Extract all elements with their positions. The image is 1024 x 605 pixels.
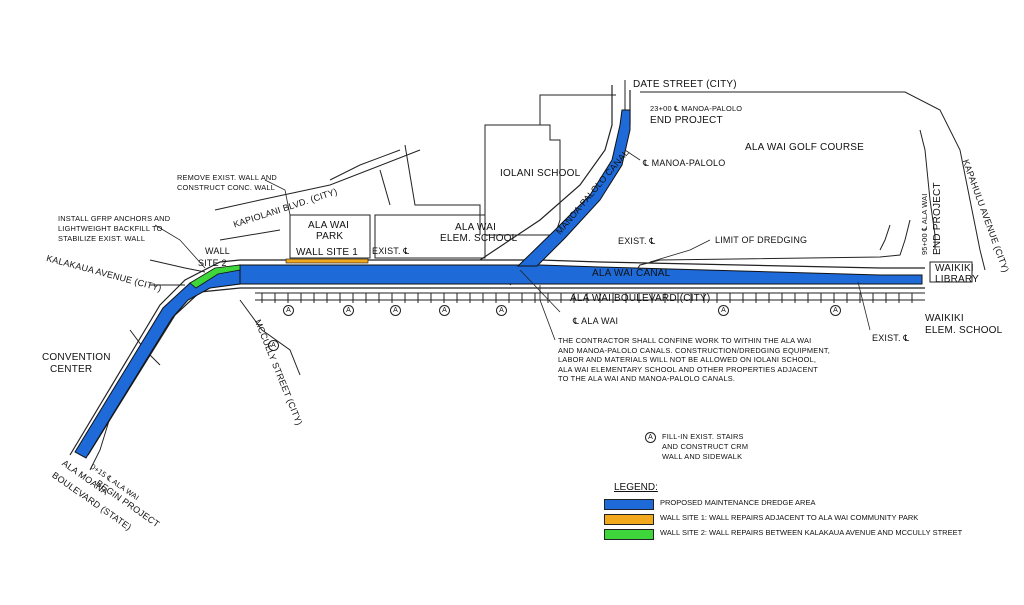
ala-wai-elem-label-1: ALA WAI	[455, 222, 497, 233]
ala-wai-park-outline	[289, 214, 371, 259]
circle-a-marker: A	[830, 305, 841, 316]
ala-wai-park-label-2: PARK	[316, 231, 344, 242]
circle-a-marker: A	[439, 305, 450, 316]
date-street-label: DATE STREET (CITY)	[633, 79, 737, 90]
lower-canal-bank-2	[87, 287, 241, 456]
legend-title: LEGEND:	[614, 482, 658, 493]
golf-course-boundary	[539, 91, 986, 271]
wall-site-2-label-a: WALL	[205, 246, 230, 256]
ala-wai-park-label-1: ALA WAI	[308, 220, 350, 231]
golf-course-inner	[629, 219, 911, 281]
convention-center-label-2: CENTER	[50, 364, 93, 375]
ala-wai-blvd-label: ALA WAI BOULEVARD (CITY)	[570, 293, 711, 304]
waikiki-elem-label-2: ELEM. SCHOOL	[925, 325, 1003, 336]
circle-a-marker: A	[283, 305, 294, 316]
wall-site-1-label: WALL SITE 1	[296, 247, 359, 258]
end-project-top-label: END PROJECT	[650, 115, 723, 126]
gfrp-note-2: LIGHTWEIGHT BACKFILL TO	[58, 224, 163, 233]
ala-wai-elem-outline	[374, 214, 486, 259]
parcel-lines-1	[329, 144, 481, 235]
remove-wall-note-2: CONSTRUCT CONC. WALL	[177, 183, 276, 192]
end-project-right-station: 95+00 ℄ ALA WAI	[920, 193, 929, 256]
wall-site-1-area	[285, 258, 369, 264]
leader-contractor-note	[539, 285, 556, 341]
contractor-note-line: ALA WAI ELEMENTARY SCHOOL AND OTHER PROP…	[558, 364, 819, 374]
fill-note-2: AND CONSTRUCT CRM	[662, 442, 749, 451]
dredge-area-manoa-palolo	[516, 109, 631, 267]
contractor-note-line: TO THE ALA WAI AND MANOA-PALOLO CANALS.	[558, 374, 736, 383]
manoa-palolo-bank-1	[479, 85, 613, 261]
end-project-right-label: END PROJECT	[932, 182, 943, 255]
waikiki-library-box	[929, 261, 973, 283]
legend-swatch-dredge	[604, 499, 654, 510]
convention-center-label-1: CONVENTION	[42, 352, 111, 363]
contractor-note-line: THE CONTRACTOR SHALL CONFINE WORK TO WIT…	[558, 336, 812, 345]
waikiki-elem-label-1: WAIKIKI	[925, 313, 964, 324]
kapiolani-road	[214, 149, 421, 241]
circle-a-legend-marker: A	[645, 432, 656, 443]
leader-manoa-cl	[624, 149, 641, 161]
iolani-school-outline	[484, 124, 561, 236]
legend-swatch-wall-site-1	[604, 514, 654, 525]
remove-wall-note-1: REMOVE EXIST. WALL AND	[177, 173, 277, 182]
wall-site-2-label-b: SITE 2	[198, 258, 227, 268]
wall-site-2-area	[189, 264, 241, 289]
legend-label-wall-site-2: WALL SITE 2: WALL REPAIRS BETWEEN KALAKA…	[660, 528, 963, 537]
leader-gfrp	[154, 224, 206, 269]
iolani-school-label: IOLANI SCHOOL	[500, 168, 581, 179]
circle-a-marker: A	[496, 305, 507, 316]
ala-wai-cl-label: ℄ ALA WAI	[573, 316, 619, 326]
legend-label-wall-site-1: WALL SITE 1: WALL REPAIRS ADJACENT TO AL…	[660, 513, 919, 522]
dredge-area-lower	[74, 264, 241, 459]
gfrp-note-3: STABILIZE EXIST. WALL	[58, 234, 146, 243]
legend-label-dredge: PROPOSED MAINTENANCE DREDGE AREA	[660, 498, 816, 507]
lower-canal-bank-1	[69, 259, 241, 456]
manoa-palolo-cl-label: ℄ MANOA-PALOLO	[643, 158, 726, 168]
circle-a-marker: A	[390, 305, 401, 316]
contractor-note-line: AND MANOA-PALOLO CANALS. CONSTRUCTION/DR…	[558, 345, 831, 355]
leader-exist-cl-blvd	[857, 281, 871, 331]
golf-course-label: ALA WAI GOLF COURSE	[745, 142, 865, 153]
exist-cl-label-1: EXIST. ℄	[372, 246, 410, 256]
end-project-top-station: 23+00 ℄ MANOA-PALOLO	[650, 104, 743, 113]
fill-note-3: WALL AND SIDEWALK	[662, 452, 743, 461]
waikiki-library-label-2: LIBRARY	[935, 274, 980, 285]
circle-a-marker: A	[268, 340, 279, 351]
fill-note-1: FILL-IN EXIST. STAIRS	[662, 432, 744, 441]
contractor-note-line: LABOR AND MATERIALS WILL NOT BE ALLOWED …	[558, 355, 817, 364]
dredge-area-ala-wai	[239, 264, 923, 285]
exist-cl-label-2: EXIST. ℄	[618, 236, 656, 246]
waikiki-library-label-1: WAIKIKI	[935, 263, 974, 274]
legend-swatch-wall-site-2	[604, 529, 654, 540]
leader-ala-wai-cl	[519, 269, 561, 313]
circle-a-marker: A	[343, 305, 354, 316]
limit-of-dredging-label: LIMIT OF DREDGING	[715, 235, 808, 245]
exist-cl-label-3: EXIST. ℄	[872, 333, 910, 343]
contractor-note: THE CONTRACTOR SHALL CONFINE WORK TO WIT…	[558, 336, 830, 384]
blvd-lot-ticks	[255, 292, 925, 303]
circle-a-marker: A	[718, 305, 729, 316]
kapahulu-road	[919, 129, 936, 250]
ala-wai-canal-label: ALA WAI CANAL	[592, 268, 671, 279]
leader-limit-dredging	[649, 239, 711, 263]
leader-remove-wall	[264, 179, 291, 216]
ala-wai-elem-label-2: ELEM. SCHOOL	[440, 233, 518, 244]
gfrp-note-1: INSTALL GFRP ANCHORS AND	[58, 214, 171, 223]
canal-bank-north	[240, 259, 925, 269]
